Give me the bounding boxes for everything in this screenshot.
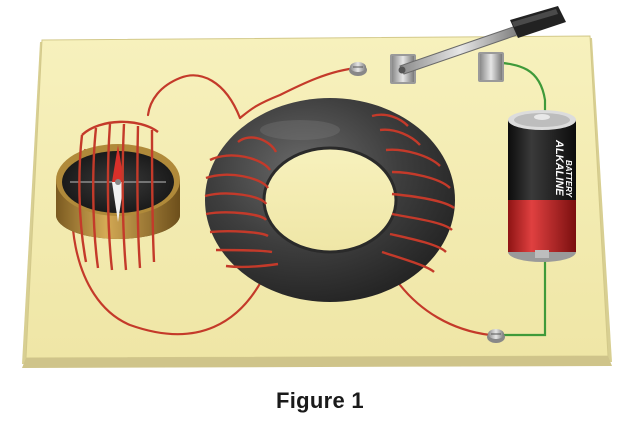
compass-icon — [56, 144, 180, 239]
toroid-winding — [204, 113, 455, 273]
battery-brand-label: ALKALINE — [553, 139, 565, 196]
terminal-screw-top — [349, 62, 367, 76]
compass-needle-north — [112, 145, 124, 182]
compass-coil — [78, 120, 159, 271]
figure-caption: Figure 1 — [276, 388, 364, 413]
battery-icon: ALKALINE BATTERY — [508, 110, 576, 262]
battery-type-label: BATTERY — [564, 160, 573, 198]
compass-needle-south — [112, 182, 124, 222]
terminal-screw-bottom — [487, 329, 505, 343]
toroid-coil-icon — [205, 98, 455, 302]
circuit-illustration: ALKALINE BATTERY — [22, 6, 612, 368]
knife-switch-icon[interactable] — [390, 6, 566, 84]
